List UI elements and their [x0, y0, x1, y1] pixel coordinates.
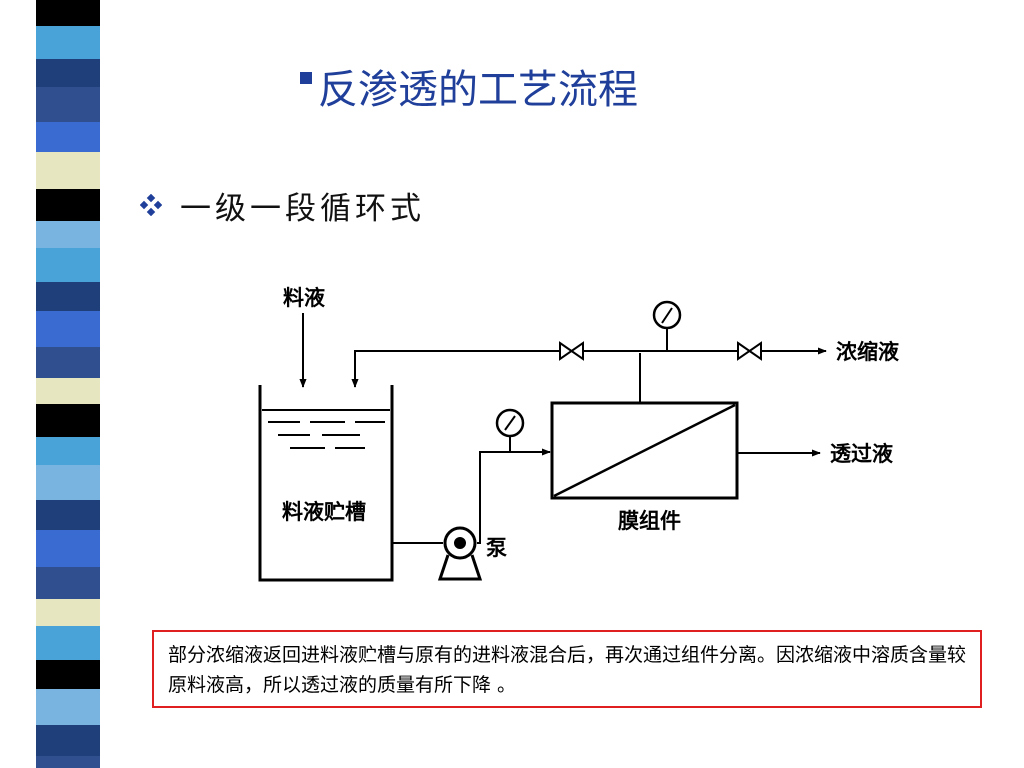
pump-to-module-pipe: [477, 448, 551, 544]
stripe-block: [36, 378, 100, 404]
permeate-label: 透过液: [830, 442, 893, 466]
valve-concentrate-icon: [737, 341, 762, 361]
stripe-block: [36, 599, 100, 626]
concentrate-label: 浓缩液: [836, 340, 899, 364]
title-square-icon: [300, 72, 312, 84]
stripe-block: [36, 248, 100, 282]
stripe-block: [36, 347, 100, 378]
pressure-gauge-outlet: [652, 300, 682, 351]
note-text: 部分浓缩液返回进料液贮槽与原有的进料液混合后，再次通过组件分离。因浓缩液中溶质含…: [168, 644, 967, 696]
storage-tank: [258, 385, 394, 582]
stripe-block: [36, 725, 100, 756]
pump: [437, 526, 483, 581]
subtitle: 一级一段循环式: [180, 190, 425, 227]
liquid-surface: [262, 409, 390, 449]
stripe-block: [36, 59, 100, 87]
stripe-block: [36, 530, 100, 567]
stripe-block: [36, 282, 100, 311]
recycle-pipe: [351, 350, 560, 388]
stripe-block: [36, 152, 100, 189]
stripe-block: [36, 26, 100, 59]
decorative-stripe: [36, 0, 100, 768]
valve-recycle-icon: [559, 341, 584, 361]
stripe-block: [36, 756, 100, 768]
stripe-block: [36, 500, 100, 530]
process-diagram: 料液 料液贮槽 泵 膜组件 浓缩液 透过液: [258, 286, 899, 582]
diamond-bullet-icon: [140, 194, 162, 216]
note-box: 部分浓缩液返回进料液贮槽与原有的进料液混合后，再次通过组件分离。因浓缩液中溶质含…: [152, 630, 982, 708]
stripe-block: [36, 122, 100, 152]
stripe-block: [36, 689, 100, 725]
stripe-block: [36, 567, 100, 599]
feed-label: 料液: [283, 286, 325, 310]
membrane-module: [550, 401, 739, 500]
stripe-block: [36, 404, 100, 437]
stripe-block: [36, 465, 100, 500]
stripe-block: [36, 311, 100, 347]
stripe-block: [36, 221, 100, 248]
stripe-block: [36, 626, 100, 660]
slide-title: 反渗透的工艺流程: [300, 58, 638, 114]
module-label: 膜组件: [618, 509, 681, 533]
stripe-block: [36, 660, 100, 689]
stripe-block: [36, 189, 100, 221]
stripe-block: [36, 0, 100, 26]
pressure-gauge-inlet: [495, 408, 525, 452]
pump-label: 泵: [486, 536, 507, 560]
title-text: 反渗透的工艺流程: [318, 67, 638, 113]
bullet-item: 一级一段循环式: [140, 180, 425, 230]
stripe-block: [36, 87, 100, 122]
tank-label: 料液贮槽: [282, 500, 366, 524]
stripe-block: [36, 437, 100, 465]
